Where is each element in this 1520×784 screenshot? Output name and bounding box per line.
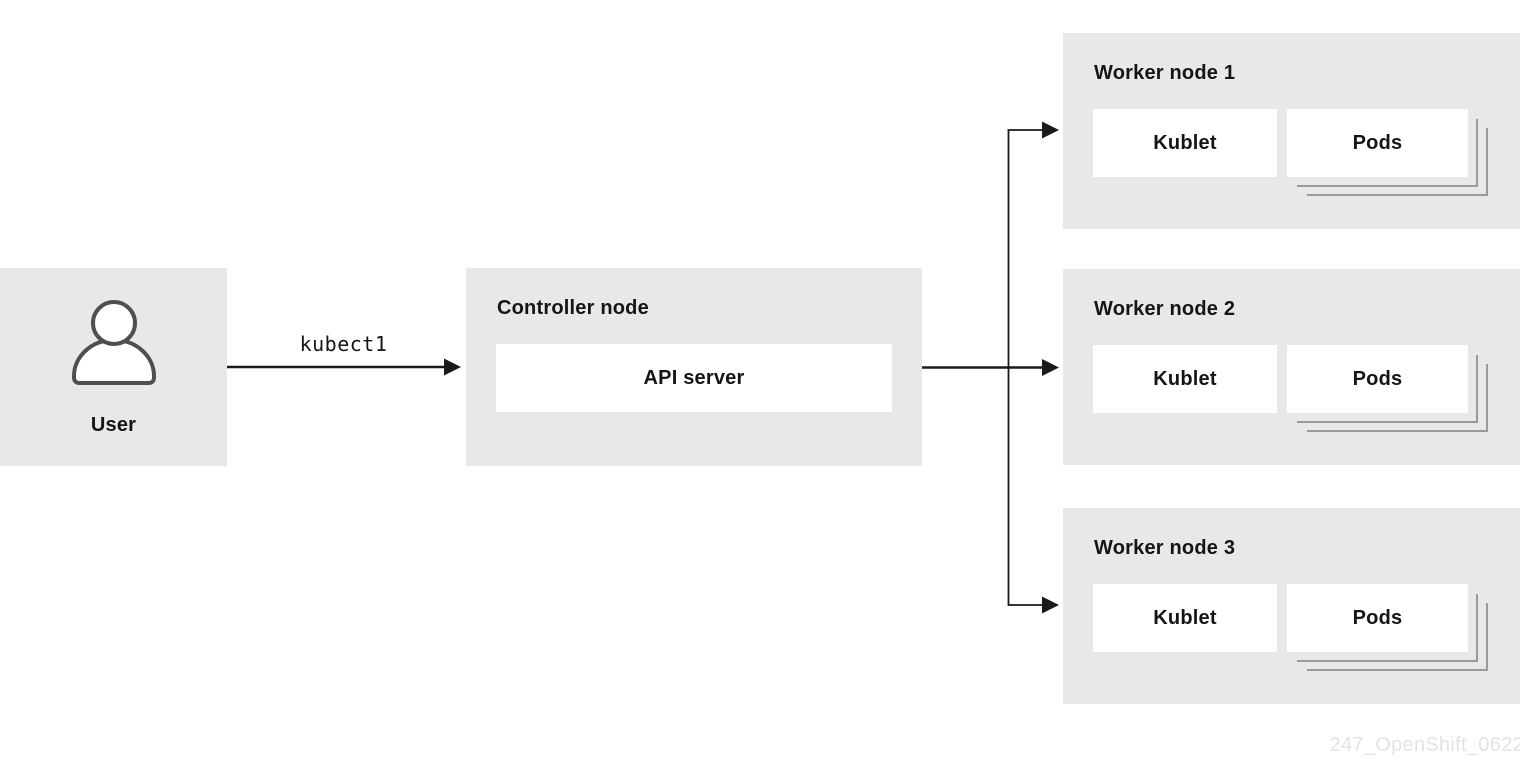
worker-node-1-title: Worker node 1 xyxy=(1094,62,1236,84)
arrowhead-worker3 xyxy=(1042,596,1059,614)
watermark-text: 247_OpenShift_0622 xyxy=(1329,734,1520,756)
arrowhead-user-to-controller xyxy=(444,358,461,376)
pods-stack-layer-2 xyxy=(1307,128,1488,196)
pods-box: Pods xyxy=(1287,345,1468,413)
pods-stack-layer-2 xyxy=(1307,603,1488,671)
controller-node-title: Controller node xyxy=(497,297,649,319)
worker-node-1: Worker node 1 Kublet Pods xyxy=(1063,33,1520,229)
pods-box: Pods xyxy=(1287,109,1468,177)
arrowhead-worker2 xyxy=(1042,359,1059,376)
user-icon xyxy=(0,296,227,408)
pods-stack-layer-2 xyxy=(1307,364,1488,432)
pods-stack-layer-1 xyxy=(1297,119,1478,187)
kubectl-command-label: kubect1 xyxy=(299,332,388,356)
pods-stack-group: Pods xyxy=(1287,109,1488,196)
kublet-box: Kublet xyxy=(1093,345,1277,413)
pods-box: Pods xyxy=(1287,584,1468,652)
arrowhead-worker1 xyxy=(1042,121,1059,139)
user-node: User xyxy=(0,268,227,466)
pods-stack-layer-1 xyxy=(1297,594,1478,662)
pods-stack-group: Pods xyxy=(1287,584,1488,671)
worker-node-2: Worker node 2 Kublet Pods xyxy=(1063,269,1520,465)
api-server-box: API server xyxy=(496,344,892,412)
kublet-box: Kublet xyxy=(1093,584,1277,652)
user-label: User xyxy=(90,414,137,436)
controller-node: Controller node API server xyxy=(466,268,922,466)
kublet-box: Kublet xyxy=(1093,109,1277,177)
worker-node-3-title: Worker node 3 xyxy=(1094,537,1236,559)
pods-stack-layer-1 xyxy=(1297,355,1478,423)
worker-node-2-title: Worker node 2 xyxy=(1094,298,1236,320)
pods-stack-group: Pods xyxy=(1287,345,1488,432)
worker-node-3: Worker node 3 Kublet Pods xyxy=(1063,508,1520,704)
